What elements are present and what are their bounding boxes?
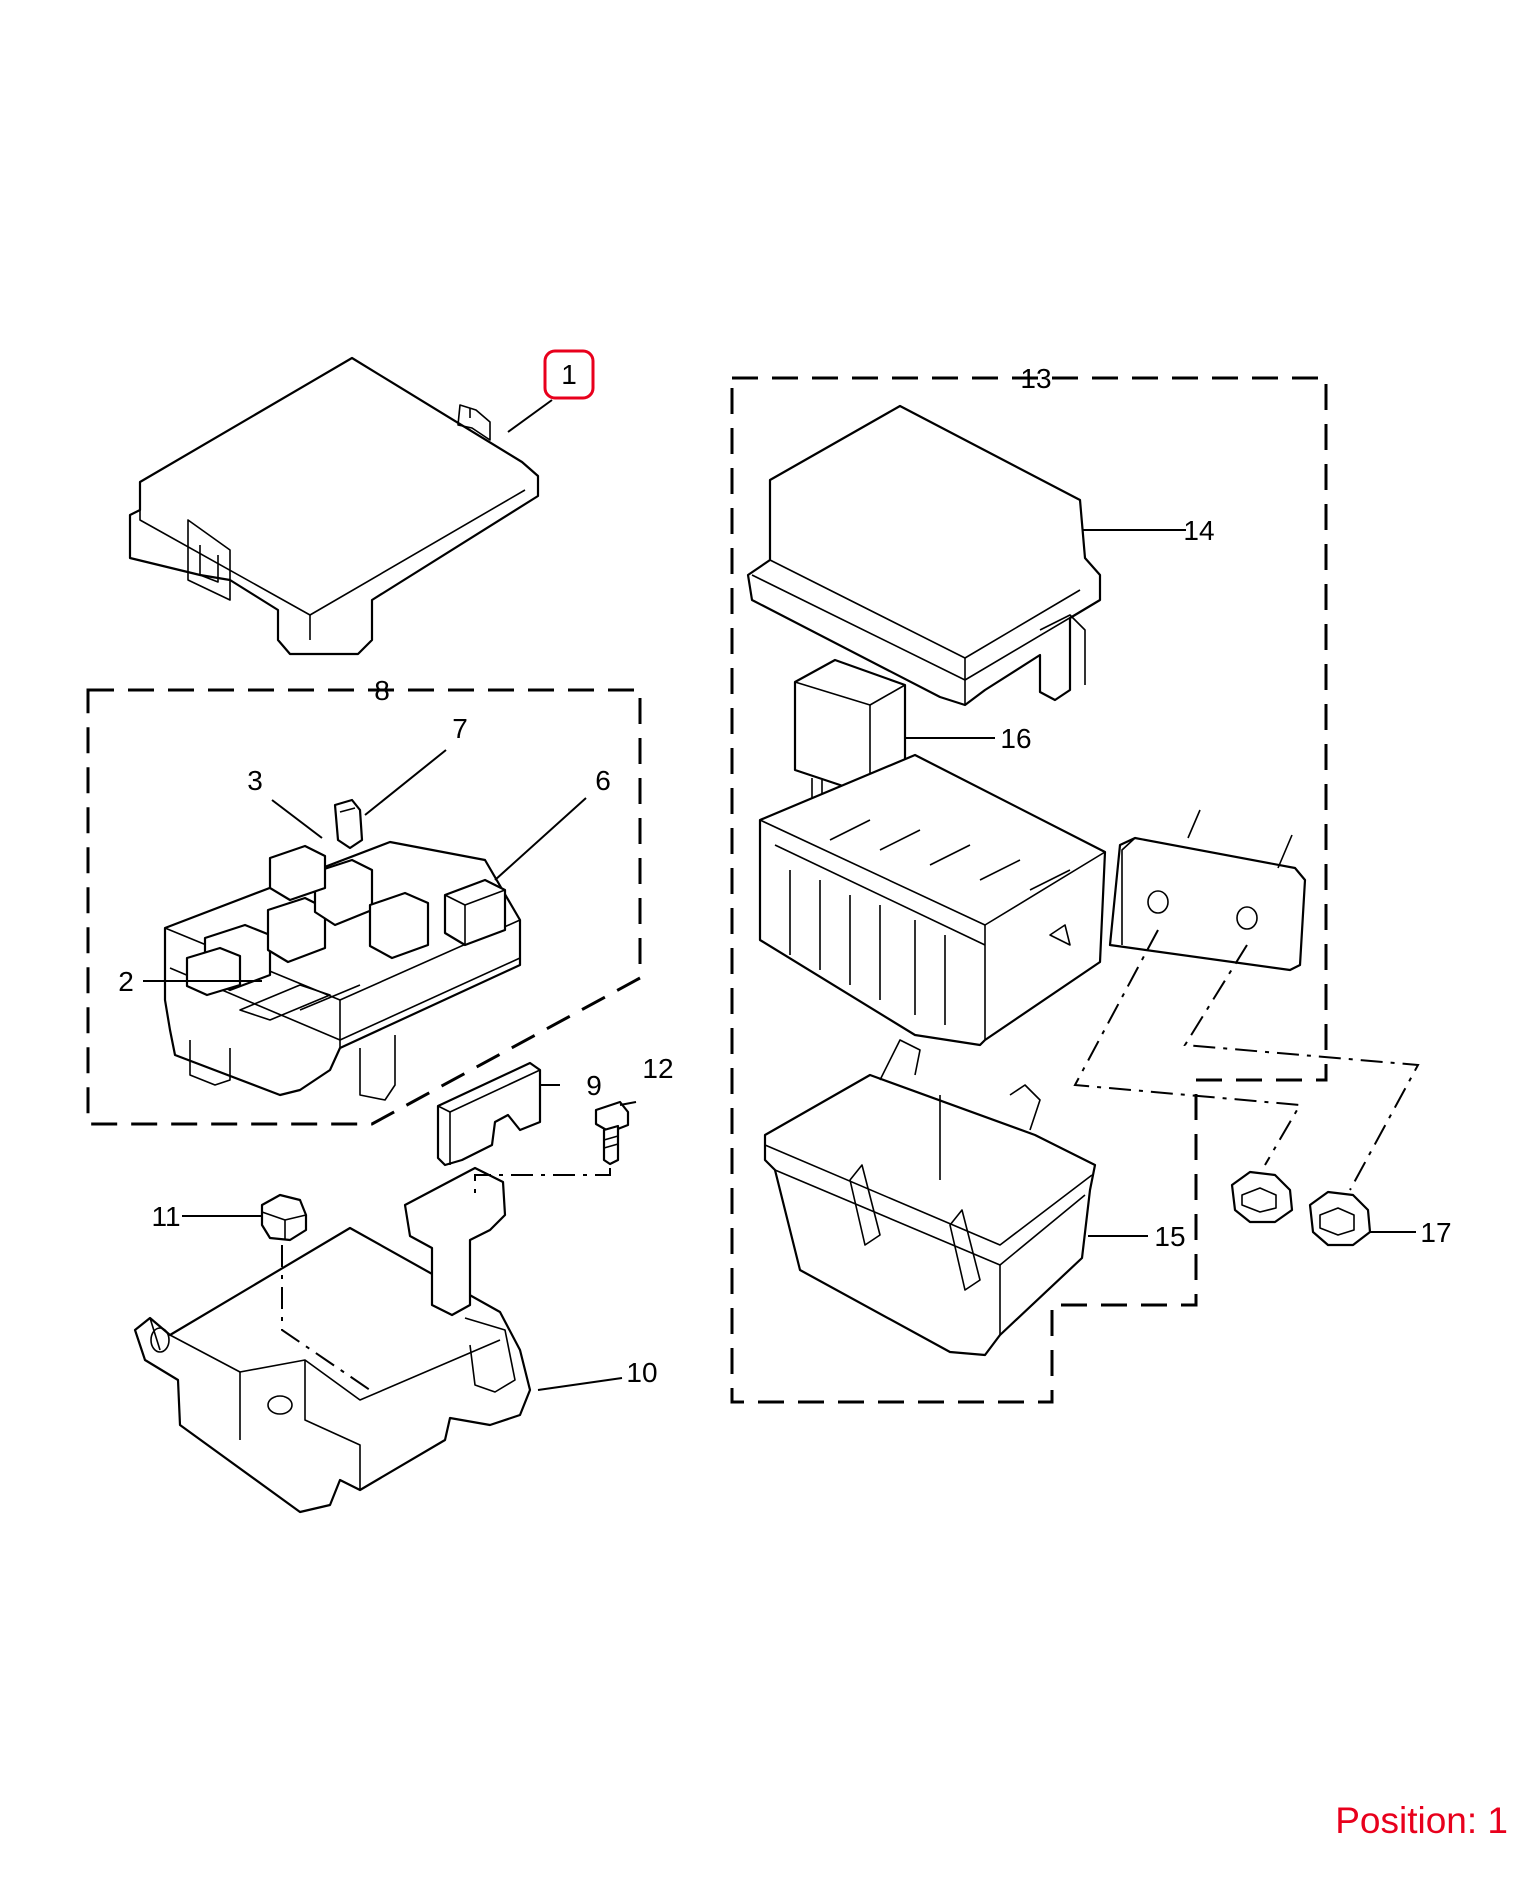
callout-3[interactable]: 3 — [247, 765, 263, 796]
part-3-mini-relays[interactable] — [185, 844, 430, 1021]
callout-10[interactable]: 10 — [626, 1357, 657, 1388]
part-10-mounting-tray[interactable] — [133, 1166, 532, 1514]
assembly-outline-13 — [730, 376, 1328, 1404]
position-status: Position: 1 — [1335, 1800, 1508, 1841]
part-17-nut-left[interactable] — [1230, 1170, 1294, 1224]
callout-11[interactable]: 11 — [151, 1201, 180, 1232]
part-12-bolt[interactable] — [594, 1100, 630, 1166]
callout-15[interactable]: 15 — [1154, 1221, 1185, 1252]
callout-8[interactable]: 8 — [374, 675, 390, 706]
part-15-relay-tray[interactable] — [763, 1039, 1097, 1357]
relay-base-unit[interactable] — [758, 753, 1107, 1047]
callout-7[interactable]: 7 — [452, 713, 468, 744]
callout-17[interactable]: 17 — [1420, 1217, 1451, 1248]
callout-2[interactable]: 2 — [118, 966, 134, 997]
leader-lines — [143, 399, 1416, 1391]
centerline-17-left — [1073, 929, 1302, 1166]
callout-12[interactable]: 12 — [642, 1053, 673, 1084]
part-6-relay[interactable] — [443, 878, 507, 947]
centerline-12 — [474, 1168, 611, 1198]
callout-6[interactable]: 6 — [595, 765, 611, 796]
assembly-outline-8 — [86, 688, 642, 1126]
part-11-nut[interactable] — [260, 1193, 308, 1242]
part-14-relay-box-cover[interactable] — [746, 404, 1102, 707]
part-2-relay-fuse-block[interactable] — [163, 840, 522, 1101]
callout-9[interactable]: 9 — [586, 1070, 602, 1101]
part-17-nut-right[interactable] — [1308, 1190, 1372, 1247]
centerline-11 — [281, 1245, 371, 1391]
part-7-fuse-puller[interactable] — [333, 798, 364, 850]
selected-callout-highlight — [543, 349, 595, 400]
centerline-17-right — [1183, 944, 1420, 1191]
part-9-cover-strip[interactable] — [436, 1061, 542, 1167]
callout-14[interactable]: 14 — [1183, 515, 1214, 546]
callout-1[interactable]: 1 — [561, 359, 577, 390]
callout-16[interactable]: 16 — [1000, 723, 1031, 754]
callout-13[interactable]: 13 — [1020, 363, 1051, 394]
part-1-fuse-box-cover[interactable] — [128, 356, 540, 656]
bracket-plate[interactable] — [1108, 809, 1307, 972]
